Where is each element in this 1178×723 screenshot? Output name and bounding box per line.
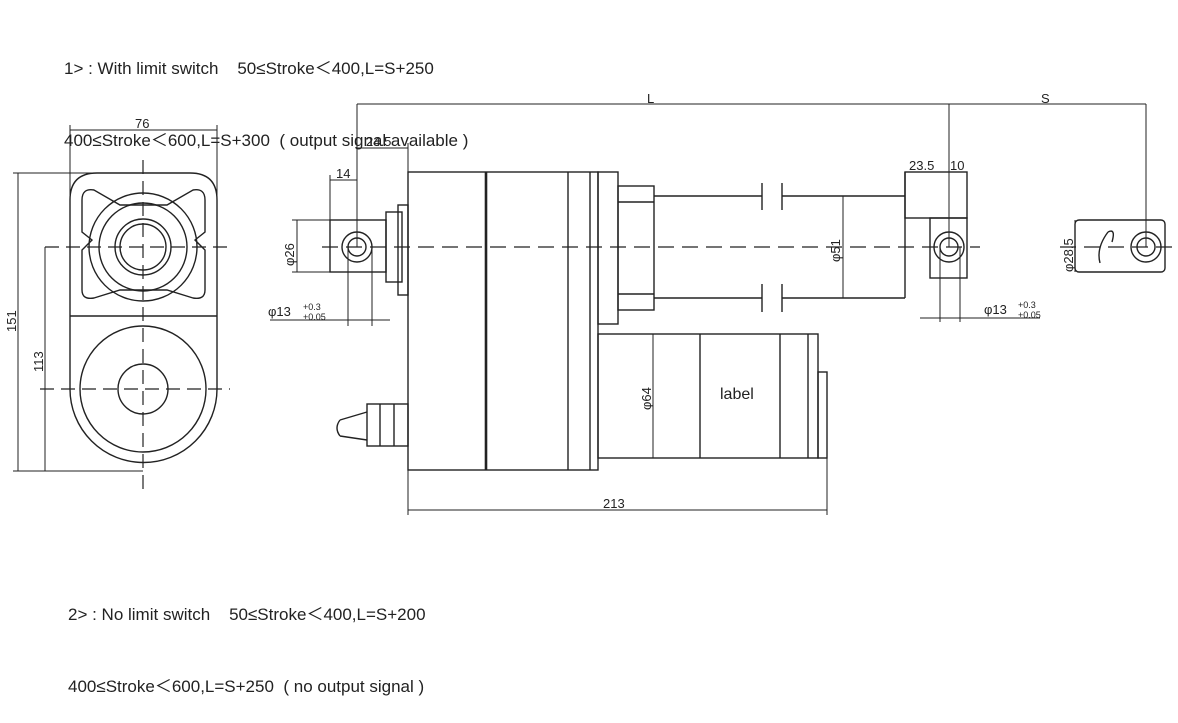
motor xyxy=(597,333,828,459)
dim-phi13-left-label: φ13 xyxy=(268,304,291,319)
dim-76-label: 76 xyxy=(135,116,149,131)
cable-gland xyxy=(336,403,409,447)
dim-phi13-left-tol-minus: +0.05 xyxy=(303,312,326,322)
front-rod-eye xyxy=(904,171,968,298)
dim-phi13-right-tol-minus: +0.05 xyxy=(1018,310,1041,320)
dim-14-label: 14 xyxy=(336,166,350,181)
dim-S xyxy=(949,103,1147,247)
no-limit-switch-note: 2> : No limit switch 50≤Stroke＜400,L=S+2… xyxy=(68,555,426,723)
no-limit-switch-line-1: 2> : No limit switch 50≤Stroke＜400,L=S+2… xyxy=(68,605,426,624)
dim-213 xyxy=(407,458,828,515)
dim-151 xyxy=(13,172,143,472)
dim-phi13-left-tol-plus: +0.3 xyxy=(303,302,321,312)
dim-113-label: 113 xyxy=(31,351,46,372)
dim-L-label: L xyxy=(647,91,654,106)
limit-switch-line-1: 1> : With limit switch 50≤Stroke＜400,L=S… xyxy=(64,59,434,78)
dim-14 xyxy=(329,175,357,220)
no-limit-switch-line-2: 400≤Stroke＜600,L=S+250 ( no output signa… xyxy=(68,677,425,696)
rear-clevis xyxy=(329,204,409,296)
dim-phi64-label: φ64 xyxy=(639,387,654,410)
dim-24-5-label: 24.5 xyxy=(366,134,391,149)
front-seal xyxy=(597,171,655,325)
dim-S-label: S xyxy=(1041,91,1050,106)
dim-phi26 xyxy=(292,219,330,273)
limit-switch-note: 1> : With limit switch 50≤Stroke＜400,L=S… xyxy=(64,9,468,177)
dim-L xyxy=(356,103,950,247)
dim-23-5-label: 23.5 xyxy=(909,158,934,173)
dim-phi13-left xyxy=(270,247,390,326)
dim-phi13-right-label: φ13 xyxy=(984,302,1007,317)
gearbox-housing xyxy=(407,171,599,471)
dim-phi26-label: φ26 xyxy=(282,243,297,266)
dim-10-label: 10 xyxy=(950,158,964,173)
dim-151-label: 151 xyxy=(4,310,19,332)
dim-phi51-label: φ51 xyxy=(828,239,843,262)
end-view xyxy=(40,160,230,490)
dim-213-label: 213 xyxy=(603,496,625,511)
dim-phi13-right-tol-plus: +0.3 xyxy=(1018,300,1036,310)
actuator-drawing: 76 151 113 xyxy=(4,91,1172,515)
motor-label: label xyxy=(720,386,754,403)
dim-phi28-5-label: φ28.5 xyxy=(1061,238,1076,272)
rod-end-detail xyxy=(1074,219,1166,273)
limit-switch-line-2: 400≤Stroke＜600,L=S+300 ( output signal a… xyxy=(64,131,469,150)
dim-phi13-right xyxy=(920,247,1040,322)
dim-24-5 xyxy=(357,143,409,172)
dim-76 xyxy=(69,125,218,200)
